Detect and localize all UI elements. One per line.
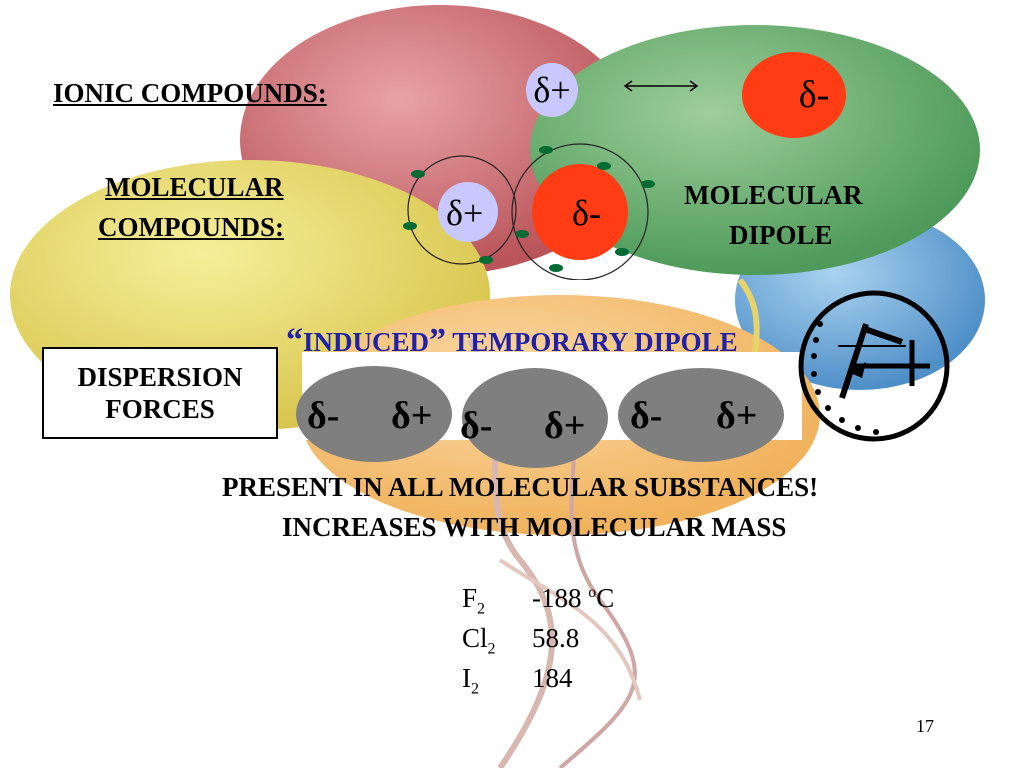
pair3-minus: δ- — [630, 395, 663, 437]
table-value: -188 oC — [532, 583, 615, 613]
page-number: 17 — [916, 716, 934, 736]
atom-shell-right — [511, 143, 649, 280]
molecule-oval-2 — [462, 368, 608, 468]
pair3-plus: δ+ — [716, 395, 758, 437]
induced-dipole-heading: “INDUCED” TEMPORARY DIPOLE — [286, 322, 738, 360]
element-subscript: 2 — [487, 640, 496, 658]
ionic-negative-charge: δ- — [798, 74, 830, 116]
table-value: 184 — [532, 663, 573, 693]
molecular-dipole-label-line1: MOLECULAR — [684, 180, 863, 210]
present-in-all-statement: PRESENT IN ALL MOLECULAR SUBSTANCES! — [222, 472, 819, 502]
molecular-compounds-label-line2: COMPOUNDS: — [98, 212, 284, 242]
molecular-dipole-label-line2: DIPOLE — [729, 220, 833, 250]
ionic-positive-charge: δ+ — [533, 70, 571, 110]
element-subscript: 2 — [471, 680, 479, 698]
atom-shell-left — [407, 155, 517, 265]
molecular-positive-charge: δ+ — [446, 193, 484, 233]
pair2-minus: δ- — [460, 405, 493, 447]
element-subscript: 2 — [477, 600, 486, 618]
dispersion-forces-line2: FORCES — [105, 394, 215, 424]
element-symbol: I — [462, 663, 471, 693]
heading-rest: TEMPORARY DIPOLE — [446, 327, 738, 357]
molecular-dipole-diagram — [403, 143, 655, 280]
green-balloon — [530, 25, 980, 275]
pair1-minus: δ- — [307, 395, 340, 437]
molecular-negative-atom — [532, 164, 628, 260]
increases-with-mass-statement: INCREASES WITH MOLECULAR MASS — [282, 512, 787, 542]
ionic-positive-ion: δ+ — [526, 63, 578, 117]
dispersion-forces-box: DISPERSION FORCES — [42, 347, 278, 439]
electron-dots — [403, 146, 655, 272]
dispersion-forces-line1: DISPERSION — [77, 362, 243, 392]
heading-open-quote: “ — [286, 322, 303, 359]
ionic-compounds-label: IONIC COMPOUNDS: — [53, 78, 327, 108]
molecule-oval-3 — [618, 368, 784, 462]
heading-close-quote: ” — [429, 322, 447, 359]
molecular-negative-charge: δ- — [572, 193, 601, 233]
pair1-plus: δ+ — [391, 395, 433, 437]
no-dipole-sign-icon — [798, 290, 950, 442]
element-symbol: F — [462, 583, 478, 613]
double-arrow-icon — [623, 80, 699, 92]
unit-label: C — [596, 583, 615, 613]
pair2-plus: δ+ — [544, 405, 586, 447]
heading-word: INDUCED — [303, 327, 430, 357]
ionic-negative-ion: δ- — [742, 52, 846, 138]
table-row: I2 184 — [462, 663, 662, 697]
molecule-oval-1 — [296, 366, 452, 462]
molecular-compounds-label-line1: MOLECULAR — [105, 172, 284, 202]
table-value: 58.8 — [532, 623, 580, 653]
table-row: F2 -188 oC — [462, 583, 662, 617]
element-symbol: Cl — [462, 623, 488, 653]
molecular-positive-atom — [438, 182, 498, 242]
balloon-ribbons-4 — [498, 558, 642, 701]
degree-superscript: o — [588, 584, 597, 601]
table-row: Cl2 58.8 — [462, 623, 662, 657]
